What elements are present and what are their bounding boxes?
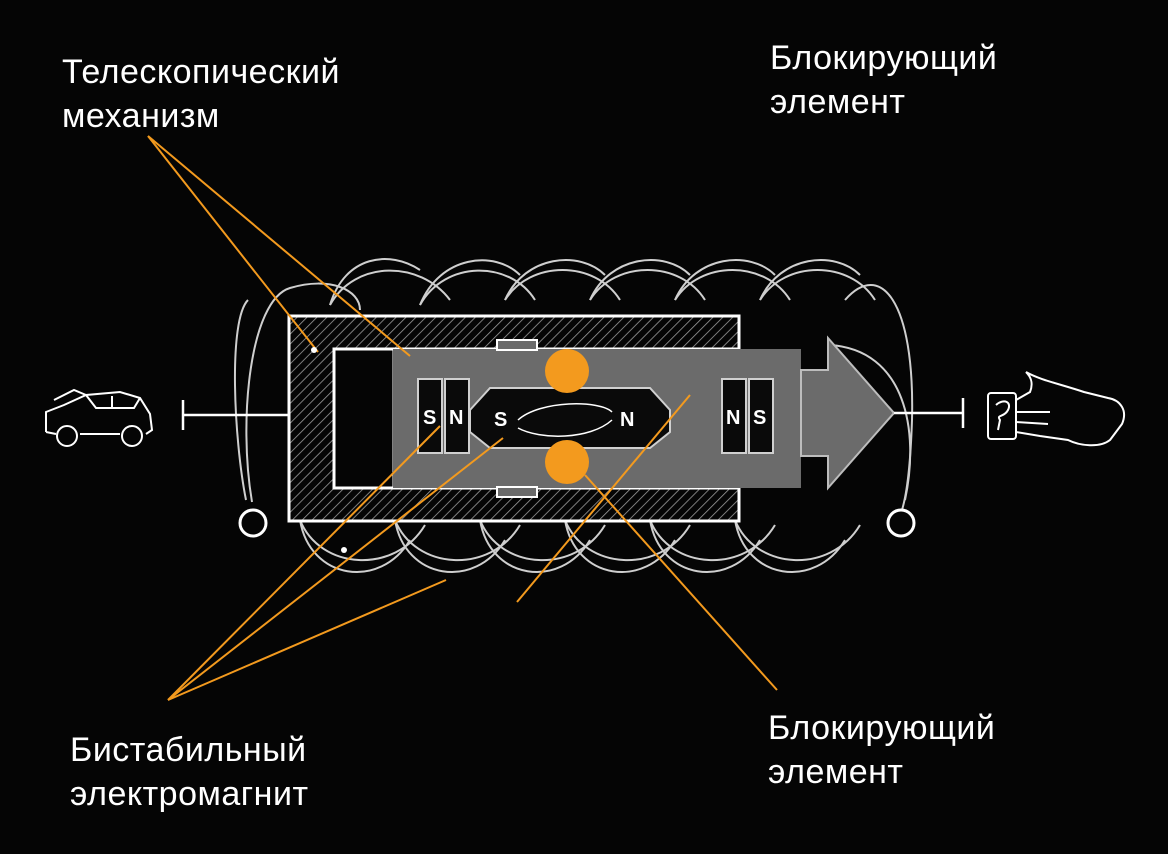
bistable-label-line1: Бистабильный (70, 731, 307, 769)
core-pole-right: N (620, 409, 634, 431)
callout-lines (147, 135, 778, 701)
blocking-ball-bottom (545, 440, 589, 484)
left-magnet: S N (417, 378, 470, 454)
bistable-label-line2: электромагнит (70, 775, 309, 813)
blocking-element-label-bottom: Блокирующий элемент (768, 706, 995, 794)
right-magnet-pole-inner: N (726, 407, 740, 429)
blocking-top-label-line1: Блокирующий (770, 39, 998, 77)
blocking-top-label-line2: элемент (770, 83, 906, 121)
blocking-element-label-top: Блокирующий элемент (770, 36, 997, 124)
core-pole-left: S (494, 409, 507, 431)
left-magnet-pole-outer: S (423, 407, 436, 429)
telescopic-label-line2: механизм (62, 97, 220, 135)
telescopic-housing (287, 314, 741, 523)
bistable-core: S N (469, 387, 671, 449)
telescopic-mechanism-label: Телескопический механизм (62, 50, 340, 138)
right-magnet: N S (721, 378, 774, 454)
coil-winding (233, 258, 914, 574)
bistable-electromagnet-label: Бистабильный электромагнит (70, 728, 309, 816)
callout-dot-coil (341, 547, 347, 553)
hand-with-key-icon (987, 371, 1126, 447)
left-magnet-pole-inner: N (449, 407, 463, 429)
car-icon (45, 388, 154, 447)
coil-terminal-right (886, 508, 916, 538)
right-magnet-pole-outer: S (753, 407, 766, 429)
coil-terminal-left (238, 508, 268, 538)
actuator-shafts (181, 398, 965, 430)
blocking-bottom-label-line1: Блокирующий (768, 709, 996, 747)
telescopic-label-line1: Телескопический (62, 53, 340, 91)
callout-dot-housing (311, 347, 317, 353)
blocking-ball-top (545, 349, 589, 393)
blocking-bottom-label-line2: элемент (768, 753, 904, 791)
